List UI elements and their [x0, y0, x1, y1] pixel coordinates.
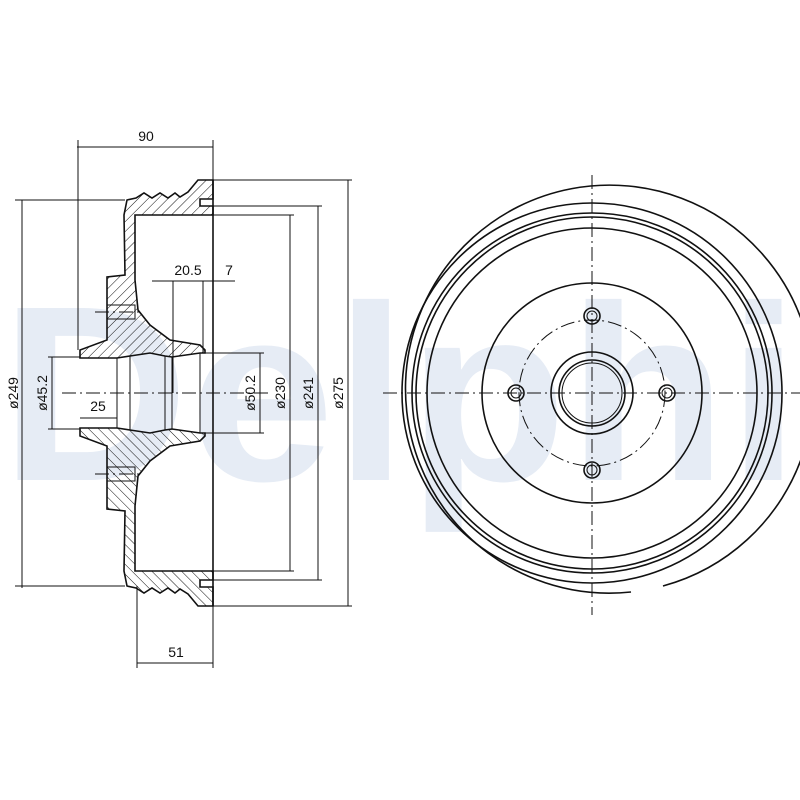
dim-45-2: ø45.2: [34, 375, 50, 411]
dim-20-5: 20.5: [174, 262, 201, 278]
dim-249: ø249: [5, 377, 21, 409]
bolt-hole: [583, 461, 601, 479]
dim-275: ø275: [330, 377, 346, 409]
dimension-labels: 90 ø249 ø45.2 25 20.5 7 ø50.2 ø230 ø241 …: [5, 128, 346, 660]
dim-7: 7: [225, 262, 233, 278]
drum-section-view: [62, 179, 270, 607]
dim-50-2: ø50.2: [242, 375, 258, 411]
dim-25: 25: [90, 398, 106, 414]
dim-51: 51: [168, 644, 184, 660]
dim-90: 90: [138, 128, 154, 144]
dim-241: ø241: [300, 377, 316, 409]
drum-front-view: [383, 175, 800, 615]
dim-230: ø230: [272, 377, 288, 409]
outer-rim: [404, 184, 800, 594]
dimension-lines: [15, 140, 352, 668]
